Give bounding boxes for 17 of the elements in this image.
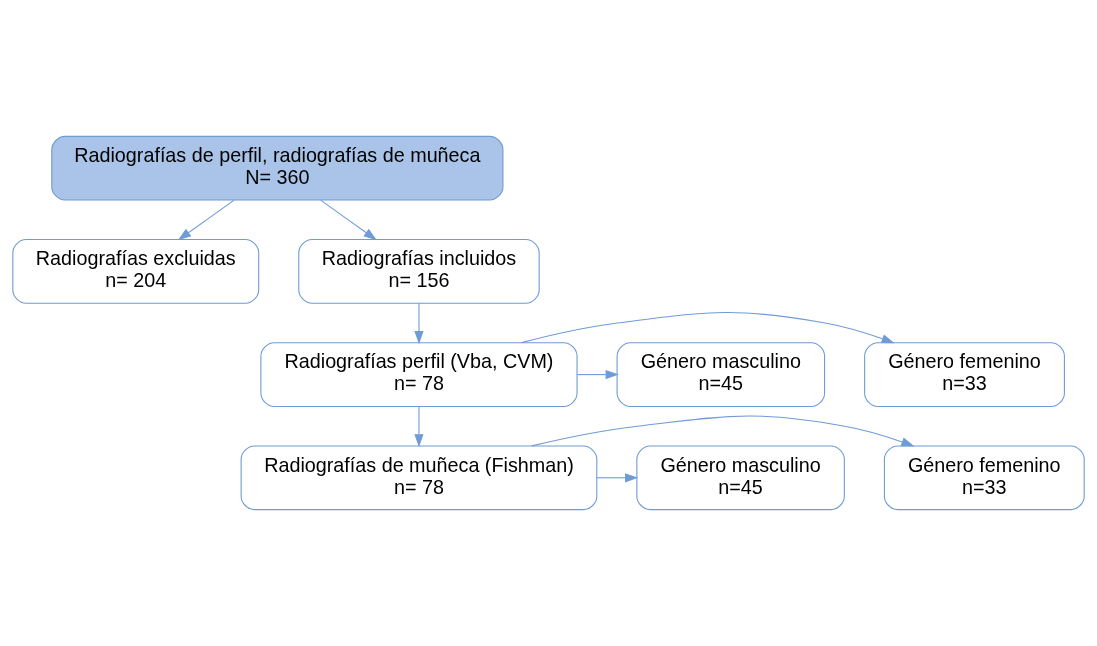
node-box: Radiografías perfil (Vba, CVM) n= 78	[260, 342, 578, 407]
arrow	[177, 199, 235, 241]
node-box: Género masculino n=45	[636, 445, 845, 511]
arrow	[414, 406, 424, 448]
node-box: Radiografías excluidas n= 204	[12, 239, 260, 304]
node-box: Radiografías de perfil, radiografías de muñeca N= 360	[51, 135, 504, 201]
node-box: Radiografías incluidos n= 156	[298, 239, 540, 304]
arrow	[414, 302, 424, 345]
node-box: Género masculino n=45	[616, 342, 826, 407]
arrow	[576, 369, 619, 380]
node-box: Género femenino n=33	[864, 342, 1065, 407]
arrow	[320, 199, 377, 241]
node-box: Género femenino n=33	[883, 445, 1085, 511]
arrow	[531, 415, 915, 447]
arrow	[521, 311, 895, 344]
node-box: Radiografías de muñeca (Fishman) n= 78	[240, 445, 598, 511]
arrow	[596, 473, 639, 483]
